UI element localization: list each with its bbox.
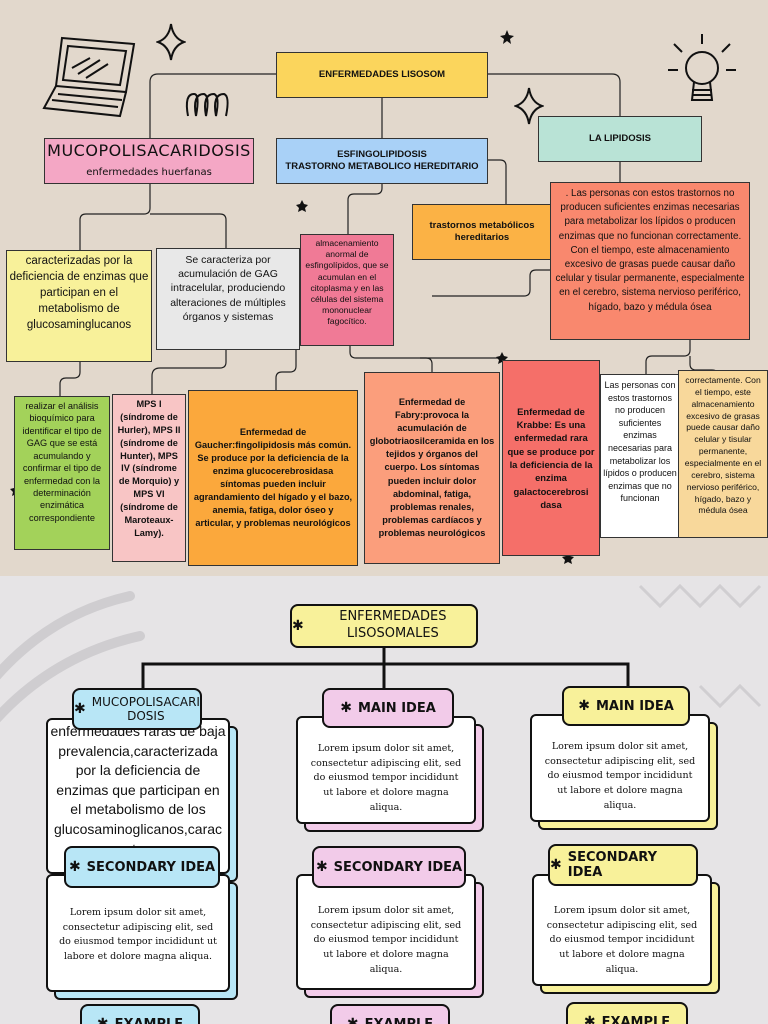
trastornos-node: trastornos metabólicos hereditarios — [412, 204, 552, 260]
squiggle-icon — [185, 92, 229, 117]
asterisk-icon: ✱ — [74, 701, 86, 717]
col3-main-pill: ✱ MAIN IDEA — [562, 686, 690, 726]
col2-main-card: Lorem ipsum dolor sit amet, consectetur … — [296, 716, 476, 824]
asterisk-icon: ✱ — [583, 1014, 596, 1024]
caracterizadas-node: caracterizadas por la deficiencia de enz… — [6, 250, 152, 362]
mucopolisacaridosis-title: MUCOPOLISACARIDOSIS — [47, 141, 251, 160]
col1-example-pill: ✱ EXAMPLE — [80, 1004, 200, 1024]
gaucher-node: Enfermedad de Gaucher:fingolipidosis más… — [188, 390, 358, 566]
lipidosis-node: LA LIPIDOSIS — [538, 116, 702, 162]
col2-secondary-pill: ✱ SECONDARY IDEA — [312, 846, 466, 888]
asterisk-icon: ✱ — [96, 1016, 109, 1024]
correctamente-node: correctamente. Con el tiempo, este almac… — [678, 370, 768, 538]
fabry-node: Enfermedad de Fabry:provoca la acumulaci… — [364, 372, 500, 564]
mps-node: MPS I (síndrome de Hurler), MPS II (sínd… — [112, 394, 186, 562]
col3-example-label: EXAMPLE — [601, 1014, 671, 1024]
bottom-root-node: ✱ ENFERMEDADES LISOSOMALES — [290, 604, 478, 648]
col2-main-pill: ✱ MAIN IDEA — [322, 688, 454, 728]
root-node: ENFERMEDADES LISOSOM — [276, 52, 488, 98]
asterisk-icon: ✱ — [550, 857, 562, 873]
asterisk-icon: ✱ — [578, 698, 590, 714]
esfingolipidosis-title: ESFINGOLIPIDOSIS — [337, 148, 427, 160]
col3-secondary-card: Lorem ipsum dolor sit amet, consectetur … — [532, 874, 712, 986]
col3-secondary-label: SECONDARY IDEA — [567, 850, 658, 880]
star-icon — [500, 30, 514, 44]
background-decor — [0, 583, 762, 723]
col2-secondary-card: Lorem ipsum dolor sit amet, consectetur … — [296, 874, 476, 990]
krabbe-node: Enfermedad de Krabbe: Es una enfermedad … — [502, 360, 600, 556]
esfingolipidosis-subtitle: TRASTORNO METABOLICO HEREDITARIO — [285, 161, 479, 172]
analisis-node: realizar el análisis bioquímico para ide… — [14, 396, 110, 550]
lipid-description-node: . Las personas con estos trastornos no p… — [550, 182, 750, 340]
bottom-root-label: ENFERMEDADES LISOSOMALES — [339, 609, 447, 641]
mucopolisacaridosis-node: MUCOPOLISACARIDOSIS enfermedades huerfan… — [44, 138, 254, 184]
sparkle-icon-2 — [514, 87, 544, 125]
col1-example-label: EXAMPLE — [114, 1016, 184, 1024]
gag-node: Se caracteriza por acumulación de GAG in… — [156, 248, 300, 350]
col3-secondary-pill: ✱ SECONDARY IDEA — [548, 844, 698, 886]
col1-title-label: MUCOPOLISACARI DOSIS — [91, 694, 200, 723]
col1-secondary-label: SECONDARY IDEA — [86, 859, 216, 875]
almacenamiento-node: almacenamiento anormal de esfingolípidos… — [300, 234, 394, 346]
asterisk-icon: ✱ — [315, 859, 328, 875]
col2-example-label: EXAMPLE — [364, 1016, 434, 1024]
col1-secondary-pill: ✱ SECONDARY IDEA — [64, 846, 220, 888]
col2-main-label: MAIN IDEA — [357, 700, 436, 716]
col3-example-pill: ✱ EXAMPLE — [566, 1002, 688, 1024]
col3-main-label: MAIN IDEA — [595, 698, 674, 714]
asterisk-icon: ✱ — [340, 700, 352, 716]
col3-main-card: Lorem ipsum dolor sit amet, consectetur … — [530, 714, 710, 822]
col2-example-pill: ✱ EXAMPLE — [330, 1004, 450, 1024]
asterisk-icon: ✱ — [68, 859, 81, 875]
mucopolisacaridosis-subtitle: enfermedades huerfanas — [86, 166, 212, 178]
col1-title-pill: ✱ MUCOPOLISACARI DOSIS — [72, 688, 202, 730]
asterisk-icon: ✱ — [346, 1016, 359, 1024]
star-icon-2 — [296, 200, 308, 212]
sparkle-icon — [156, 23, 186, 61]
bottom-template: ✱ ENFERMEDADES LISOSOMALES enfermedades … — [0, 576, 768, 1024]
lightbulb-icon — [668, 34, 736, 101]
col2-secondary-label: SECONDARY IDEA — [333, 859, 463, 875]
top-concept-map: ENFERMEDADES LISOSOM MUCOPOLISACARIDOSIS… — [0, 0, 768, 576]
laptop-icon — [42, 36, 136, 118]
personas-node: Las personas con estos trastornos no pro… — [600, 374, 680, 538]
star-icon-5 — [562, 552, 574, 564]
asterisk-icon: ✱ — [292, 618, 304, 634]
esfingolipidosis-node: ESFINGOLIPIDOSIS TRASTORNO METABOLICO HE… — [276, 138, 488, 184]
col1-secondary-card: Lorem ipsum dolor sit amet, consectetur … — [46, 874, 230, 992]
